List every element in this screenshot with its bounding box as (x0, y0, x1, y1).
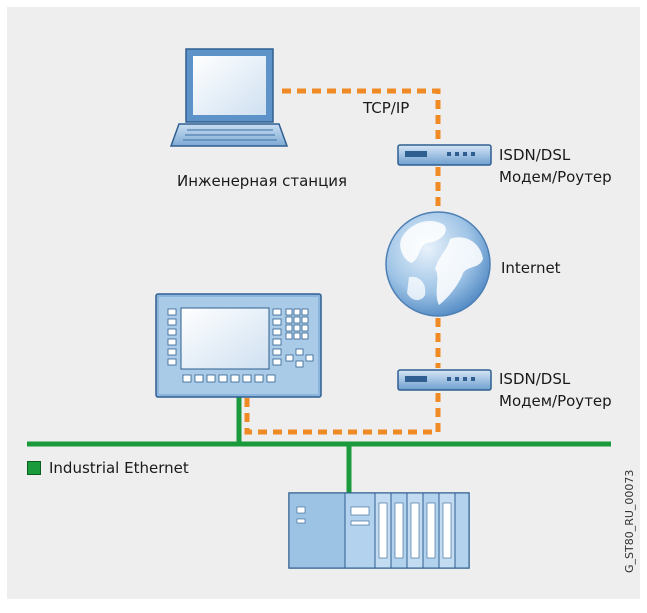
industrial-ethernet-legend-swatch (27, 461, 41, 475)
modem-top-label-line1: ISDN/DSL (499, 146, 571, 164)
modem-bottom-label-line1: ISDN/DSL (499, 370, 571, 388)
document-id: G_ST80_RU_00073 (623, 469, 636, 573)
modem-router-icon (397, 144, 492, 166)
diagram-drawing (27, 48, 611, 569)
modem-router-icon (397, 369, 492, 391)
engineering-station-label: Инженерная станция (177, 172, 348, 190)
modem-top-label-line2: Модем/Роутер (499, 168, 612, 186)
laptop-icon (169, 48, 289, 147)
industrial-ethernet-label: Industrial Ethernet (49, 459, 189, 477)
modem-bottom-label-line2: Модем/Роутер (499, 392, 612, 410)
industrial-ethernet-bus (27, 397, 611, 495)
operator-panel-icon (155, 293, 322, 398)
tcpip-label: TCP/IP (363, 99, 410, 117)
network-diagram: TCP/IP ISDN/DSL Модем/Роутер Инженерная … (7, 7, 640, 599)
globe-icon (385, 211, 491, 317)
plc-rack-icon (288, 492, 470, 569)
internet-label: Internet (501, 259, 561, 277)
